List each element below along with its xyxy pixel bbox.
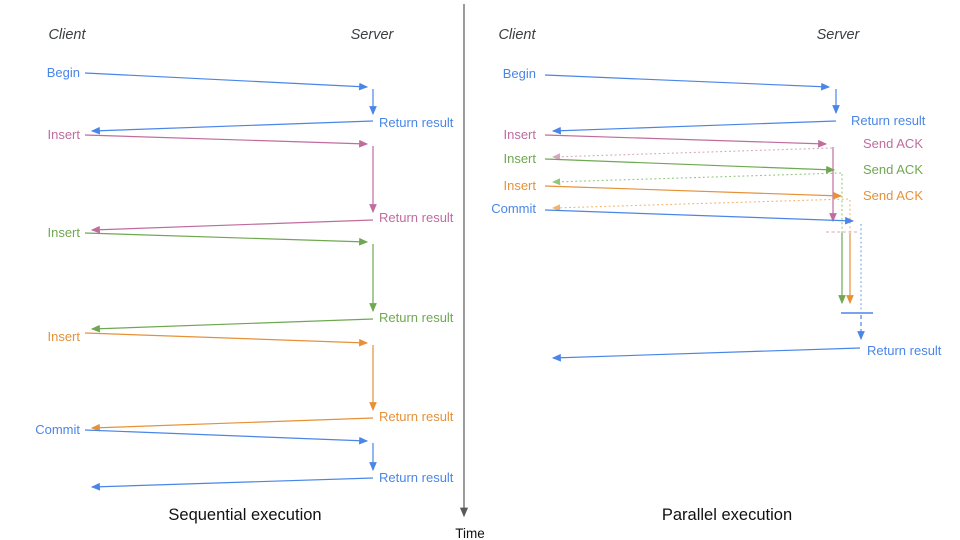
par-insert3-request-arrow bbox=[544, 185, 843, 200]
seq-client-heading: Client bbox=[48, 27, 86, 43]
seq-insert3-request-arrow bbox=[84, 332, 369, 347]
seq-begin-return-label: Return result bbox=[379, 115, 454, 130]
time-axis-label: Time bbox=[455, 526, 485, 540]
par-commit-request-arrow bbox=[544, 209, 855, 225]
par-begin-label: Begin bbox=[503, 66, 536, 81]
seq-insert2-request-arrow bbox=[84, 232, 369, 246]
par-insert1-request-arrow bbox=[544, 134, 828, 148]
par-caption: Parallel execution bbox=[662, 506, 792, 524]
par-insert2-ack-label: Send ACK bbox=[863, 162, 923, 177]
par-insert2-ack-arrow bbox=[551, 172, 842, 186]
seq-insert2-label: Insert bbox=[47, 225, 80, 240]
par-insert2-request-arrow bbox=[544, 158, 836, 174]
seq-insert2-response-arrow bbox=[90, 318, 374, 333]
seq-commit-return-label: Return result bbox=[379, 470, 454, 485]
par-insert1-ack-label: Send ACK bbox=[863, 136, 923, 151]
par-commit-return-label: Return result bbox=[867, 343, 942, 358]
seq-caption: Sequential execution bbox=[168, 506, 321, 524]
seq-begin-request-arrow bbox=[84, 72, 369, 91]
seq-begin-response-arrow bbox=[90, 120, 374, 135]
seq-begin-label: Begin bbox=[47, 65, 80, 80]
seq-insert2-return-label: Return result bbox=[379, 310, 454, 325]
par-insert3-label: Insert bbox=[503, 178, 536, 193]
seq-insert1-label: Insert bbox=[47, 127, 80, 142]
par-server-heading: Server bbox=[817, 27, 861, 43]
par-commit-label: Commit bbox=[491, 201, 536, 216]
seq-insert3-return-label: Return result bbox=[379, 409, 454, 424]
seq-insert1-response-arrow bbox=[90, 219, 374, 234]
par-insert1-ack-arrow bbox=[551, 147, 833, 161]
par-begin-return-label: Return result bbox=[851, 113, 926, 128]
par-commit-response-arrow bbox=[551, 347, 861, 362]
par-insert3-ack-label: Send ACK bbox=[863, 188, 923, 203]
seq-insert3-response-arrow bbox=[90, 417, 374, 432]
par-insert2-label: Insert bbox=[503, 151, 536, 166]
seq-commit-response-arrow bbox=[90, 477, 374, 491]
par-insert3-ack-arrow bbox=[551, 198, 849, 212]
seq-insert1-request-arrow bbox=[84, 134, 369, 148]
seq-insert1-return-label: Return result bbox=[379, 210, 454, 225]
par-client-heading: Client bbox=[498, 27, 536, 43]
seq-commit-request-arrow bbox=[84, 429, 369, 445]
seq-insert3-label: Insert bbox=[47, 329, 80, 344]
par-insert1-label: Insert bbox=[503, 127, 536, 142]
par-begin-request-arrow bbox=[544, 74, 831, 91]
seq-commit-label: Commit bbox=[35, 422, 80, 437]
seq-server-heading: Server bbox=[351, 27, 395, 43]
par-begin-response-arrow bbox=[551, 120, 837, 135]
